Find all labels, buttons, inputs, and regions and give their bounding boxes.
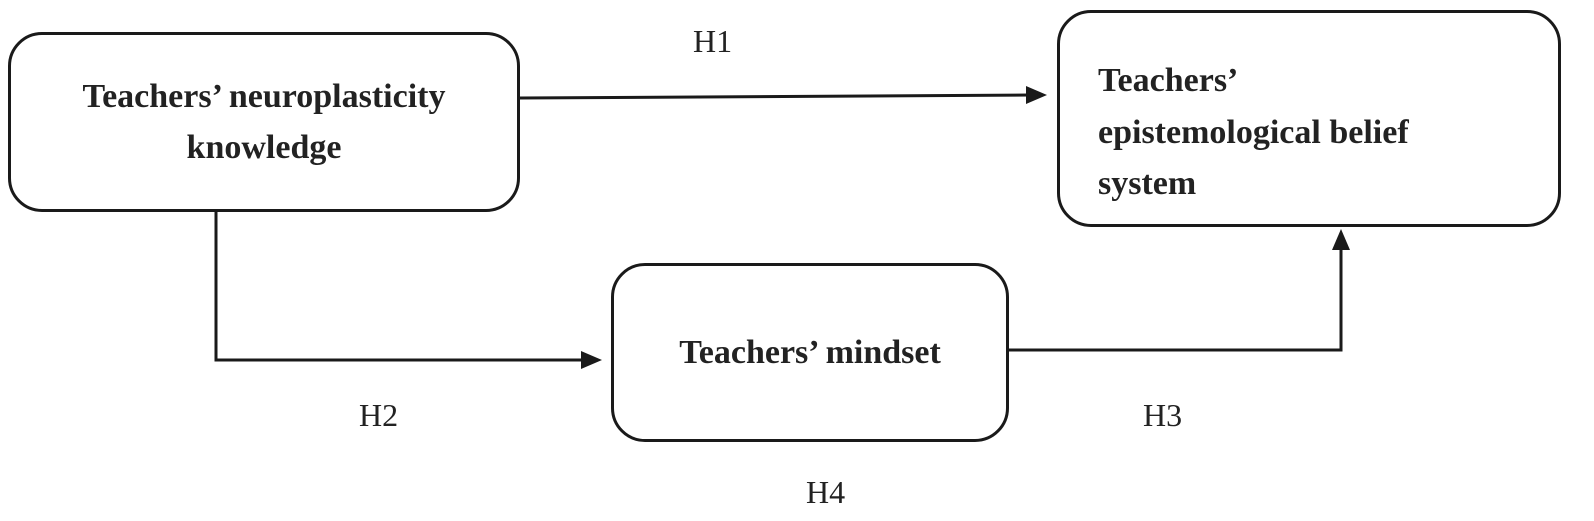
edge-label-h2: H2: [359, 397, 399, 433]
edge-label-h1: H1: [693, 23, 733, 59]
mediation-label-h4: H4: [806, 474, 846, 510]
edge-label-h3: H3: [1143, 397, 1183, 433]
node-mindset: Teachers’ mindset: [611, 263, 1009, 442]
edge-h1-arrowhead: [1026, 86, 1047, 104]
node-epistemological-belief-system: Teachers’ epistemological belief system: [1057, 10, 1561, 227]
node-mindset-label: Teachers’ mindset: [679, 334, 941, 371]
edge-h3-arrowhead: [1332, 229, 1350, 250]
edge-h2-arrow: [214, 212, 585, 362]
edge-h2-arrowhead: [581, 351, 602, 369]
edge-h1-arrow: [519, 93, 1031, 100]
node-epistemological-label: Teachers’ epistemological belief system: [1098, 62, 1409, 203]
edge-h3-arrow: [1009, 248, 1343, 352]
node-neuroplasticity-label: Teachers’ neuroplasticity knowledge: [82, 78, 446, 166]
node-neuroplasticity-knowledge: Teachers’ neuroplasticity knowledge: [8, 32, 520, 212]
